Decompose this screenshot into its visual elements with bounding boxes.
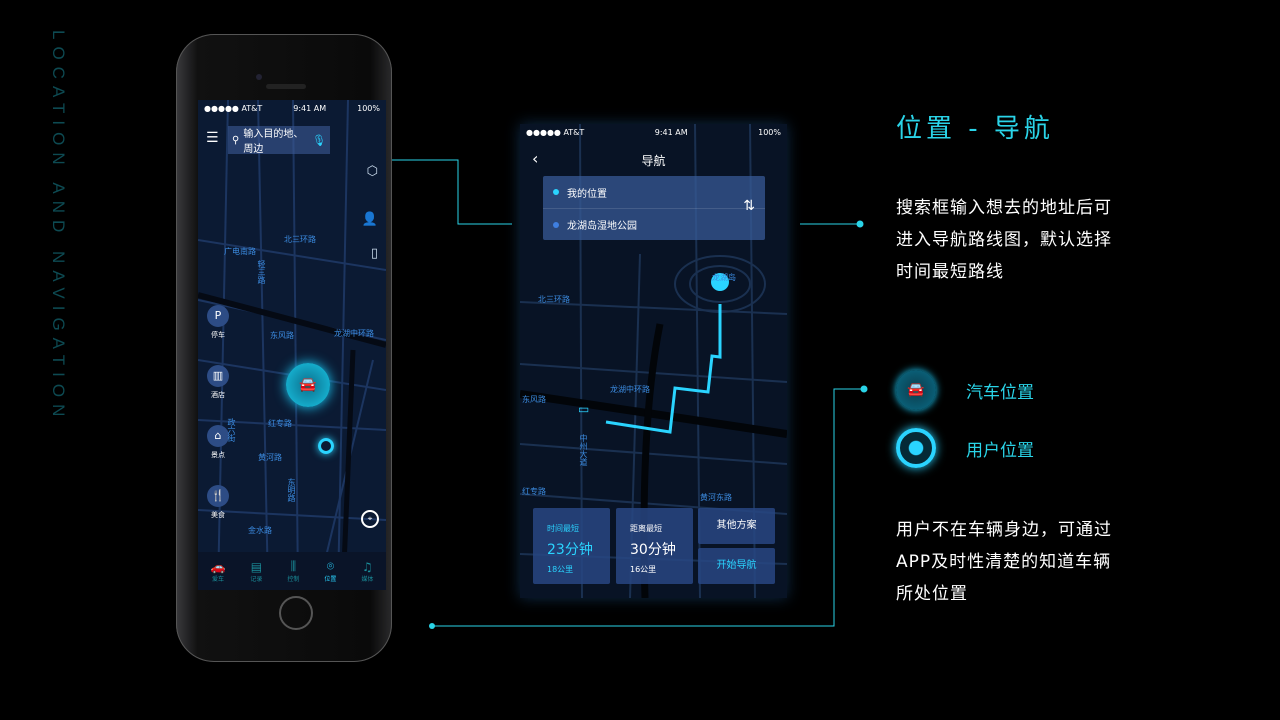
camera [256, 74, 262, 80]
route-panel: 我的位置 龙湖岛湿地公园 ⇅ [543, 176, 765, 240]
profile-icon[interactable]: 👤 [361, 212, 378, 227]
speaker [266, 84, 306, 89]
search-placeholder: 输入目的地、周边 [243, 129, 304, 155]
parking-icon: P [207, 305, 229, 327]
road-label: 广电南路 [224, 247, 256, 256]
car-icon: 🚗 [210, 559, 226, 574]
connector-location [432, 388, 864, 627]
road-label: 政六街 [227, 418, 236, 442]
road-label: 轻三路 [257, 260, 266, 284]
road-label: 中州大道 [579, 434, 588, 466]
carrier: ●●●●● AT&T [526, 127, 585, 137]
food-icon: 🍴 [207, 485, 229, 507]
settings-icon[interactable]: ⬡ [366, 164, 378, 179]
record-icon: ▤ [250, 559, 263, 574]
road-label: 金水路 [248, 526, 272, 535]
poi-scenic[interactable]: ⌂景点 [206, 425, 230, 460]
destination-pin [711, 273, 729, 291]
navigation-screen: ●●●●● AT&T 9:41 AM 100% ‹ 导航 我的位置 龙湖岛湿地公园 … [520, 124, 787, 598]
car-marker: ▭ [578, 402, 590, 416]
battery: 100% [758, 127, 781, 137]
origin-field[interactable]: 我的位置 [543, 176, 765, 208]
road-label: 北三环路 [538, 295, 570, 304]
time: 9:41 AM [293, 103, 327, 113]
road-label: 龙湖中环路 [334, 329, 374, 338]
road-label: 龙湖岛 [712, 273, 736, 282]
vehicle-icon[interactable]: ▯ [370, 246, 378, 261]
connector-search [338, 159, 512, 225]
battery: 100% [357, 103, 380, 113]
map-roads [198, 100, 386, 590]
scenic-icon: ⌂ [207, 425, 229, 447]
mic-icon[interactable]: 🎙 [312, 133, 326, 147]
search-icon: ⚲ [232, 134, 240, 146]
location-icon: ⌾ [326, 559, 335, 573]
user-location-marker [318, 438, 334, 454]
destination-field[interactable]: 龙湖岛湿地公园 [543, 208, 765, 240]
page-title: 导航 [641, 154, 666, 168]
road-label: 红专路 [268, 419, 292, 428]
tab-control[interactable]: ⫼控制 [287, 559, 300, 583]
carrier: ●●●●● AT&T [204, 103, 263, 113]
poi-food[interactable]: 🍴美食 [206, 485, 230, 520]
map-screen: ●●●●● AT&T 9:41 AM 100% ☰ ⚲输入目的地、周边 🎙 ⬡ 👤 ▯… [198, 100, 386, 590]
control-icon: ⫼ [290, 559, 297, 573]
hotel-icon: ▥ [207, 365, 229, 387]
road-label: 红专路 [522, 487, 546, 496]
locate-button[interactable]: ⌖ [361, 510, 379, 528]
road-label: 东风路 [270, 331, 294, 340]
side-title: LOCATION AND NAVIGATION [49, 30, 68, 424]
time: 9:41 AM [654, 127, 688, 137]
search-input[interactable]: ⚲输入目的地、周边 🎙 [228, 126, 330, 155]
home-button[interactable] [279, 596, 313, 630]
legend-car: 🚘汽车位置 [896, 370, 1034, 410]
poi-hotel[interactable]: ▥酒店 [206, 365, 230, 400]
legend-user: 用户位置 [896, 428, 1034, 468]
tab-car[interactable]: 🚗爱车 [210, 559, 226, 583]
car-location-icon: 🚘 [896, 370, 936, 410]
tab-media[interactable]: ♫媒体 [361, 559, 374, 583]
media-icon: ♫ [362, 559, 373, 574]
road-label: 东明路 [287, 478, 296, 502]
road-label: 北三环路 [284, 235, 316, 244]
user-location-icon [896, 428, 936, 468]
start-navigation-button[interactable]: 开始导航 [698, 548, 775, 584]
swap-icon[interactable]: ⇅ [743, 198, 755, 214]
other-options-button[interactable]: 其他方案 [698, 508, 775, 544]
description-search: 搜索框输入想去的地址后可进入导航路线图，默认选择时间最短路线 [896, 198, 1112, 282]
tab-location[interactable]: ⌾位置 [324, 559, 337, 583]
road-label: 东风路 [522, 395, 546, 404]
menu-icon[interactable]: ☰ [206, 130, 219, 146]
road-label: 黄河东路 [700, 493, 732, 502]
section-heading: 位置 - 导航 [896, 114, 1054, 144]
tab-record[interactable]: ▤记录 [250, 559, 263, 583]
car-location-marker[interactable]: 🚘 [286, 363, 330, 407]
road-label: 黄河路 [258, 453, 282, 462]
tab-bar: 🚗爱车 ▤记录 ⫼控制 ⌾位置 ♫媒体 [198, 552, 386, 590]
back-icon[interactable]: ‹ [532, 149, 539, 168]
road-label: 龙湖中环路 [610, 385, 650, 394]
route-line [605, 304, 722, 434]
